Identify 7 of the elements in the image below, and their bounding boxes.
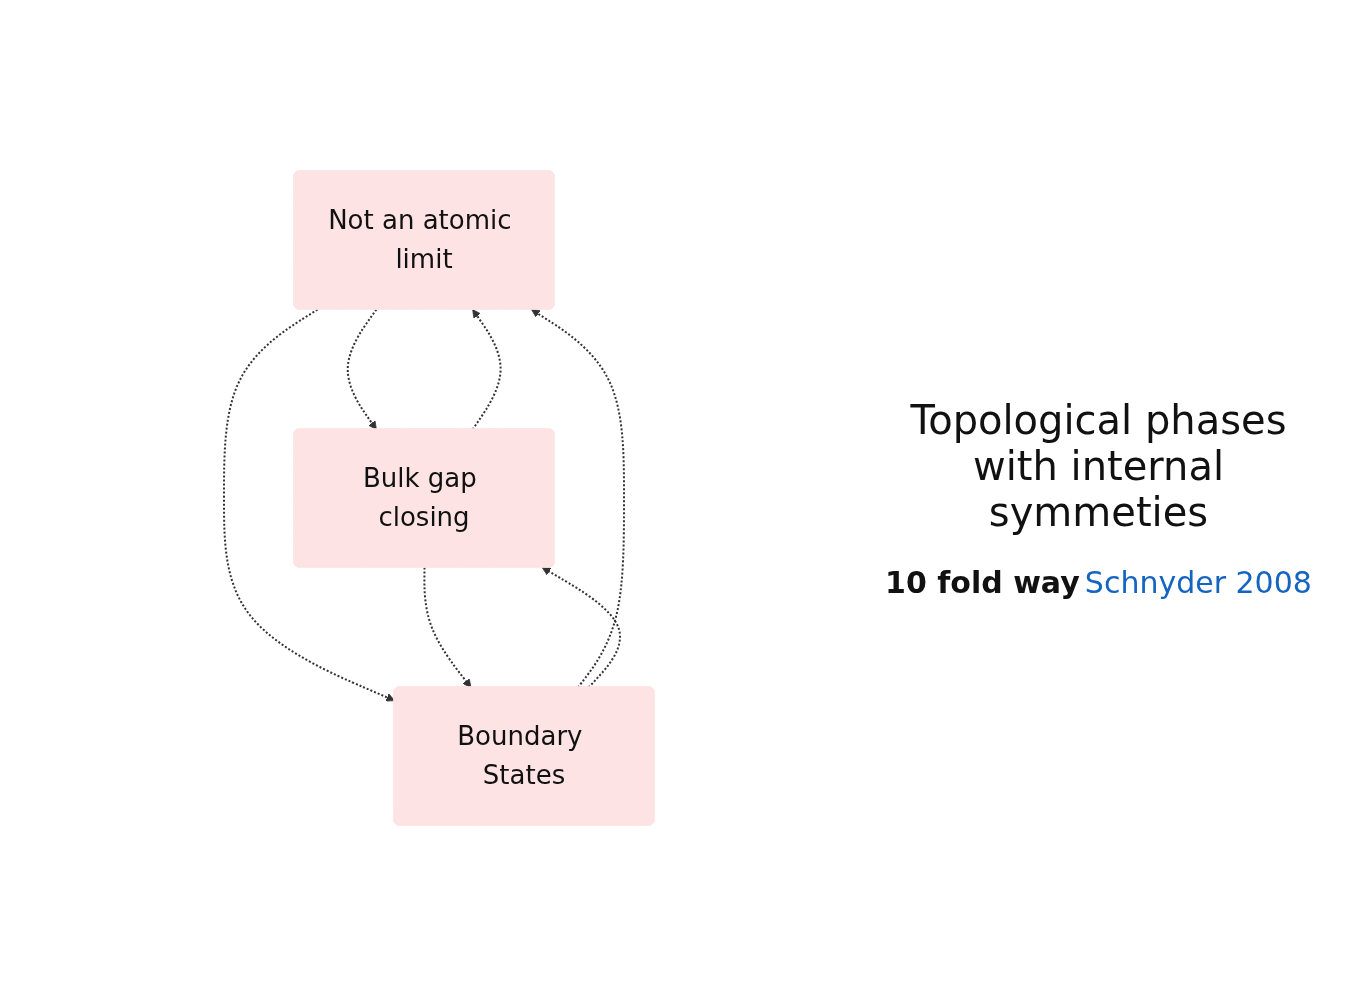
diagram-heading: Topological phases with internal symmeties	[909, 396, 1288, 535]
subheading: 10 fold way	[885, 564, 1080, 600]
arrow	[346, 308, 377, 430]
arrow	[530, 309, 625, 689]
arrow	[422, 566, 471, 688]
citation-link: Schnyder 2008	[1084, 564, 1312, 600]
arrow	[222, 308, 395, 702]
